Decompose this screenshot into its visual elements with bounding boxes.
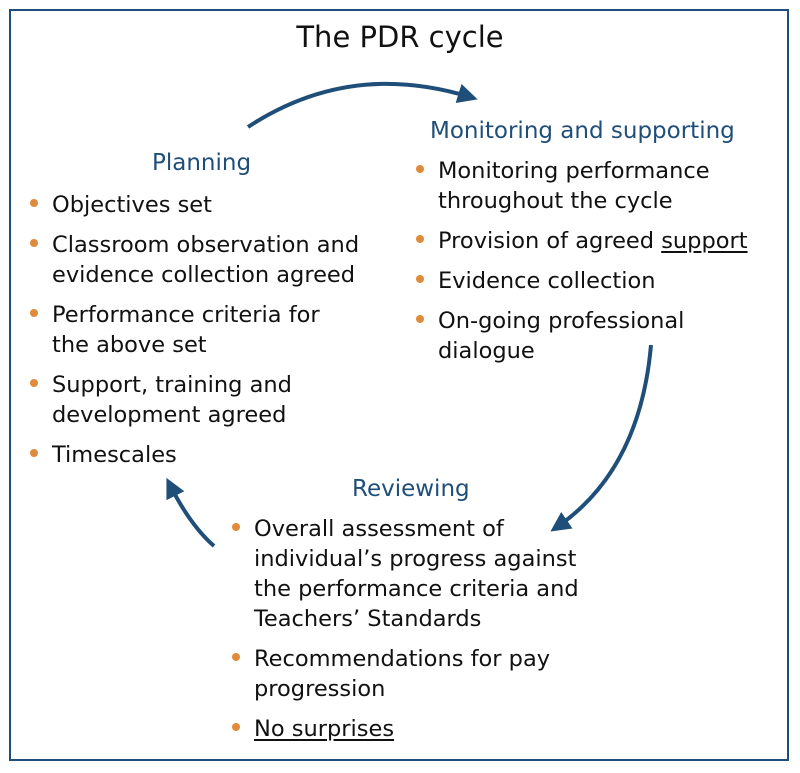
list-item: Recommendations for pay progression xyxy=(230,644,579,704)
item-line: Objectives set xyxy=(52,192,212,218)
list-item: Monitoring performance throughout the cy… xyxy=(414,156,748,216)
bullet-icon xyxy=(232,523,240,531)
item-line: dialogue xyxy=(438,338,535,364)
item-line: Performance criteria for xyxy=(52,302,320,328)
list-item: On-going professional dialogue xyxy=(414,306,748,366)
item-line: On-going professional xyxy=(438,308,685,334)
list-item: Objectives set xyxy=(28,190,359,220)
bullet-icon xyxy=(416,235,424,243)
item-line: the above set xyxy=(52,332,207,358)
bullet-icon xyxy=(30,379,38,387)
item-line: Monitoring performance xyxy=(438,158,710,184)
item-line: progression xyxy=(254,676,386,702)
bullet-icon xyxy=(30,199,38,207)
item-text: Provision of agreed xyxy=(438,228,662,254)
underlined-text: No surprises xyxy=(254,716,395,742)
bullet-icon xyxy=(30,309,38,317)
bullet-icon xyxy=(232,653,240,661)
item-line: individual’s progress against xyxy=(254,546,577,572)
bullet-icon xyxy=(416,315,424,323)
list-item: Classroom observation and evidence colle… xyxy=(28,230,359,290)
bullet-icon xyxy=(416,165,424,173)
item-line: Timescales xyxy=(52,442,177,468)
item-line: Evidence collection xyxy=(438,268,656,294)
underlined-text: support xyxy=(661,228,748,254)
item-line: Provision of agreed support xyxy=(438,226,748,256)
diagram-border xyxy=(9,9,789,761)
reviewing-heading: Reviewing xyxy=(352,476,470,502)
list-item: Evidence collection xyxy=(414,266,748,296)
item-line: development agreed xyxy=(52,402,287,428)
item-line: Teachers’ Standards xyxy=(254,606,482,632)
list-item: No surprises xyxy=(230,714,579,744)
list-item: Support, training and development agreed xyxy=(28,370,359,430)
bullet-icon xyxy=(232,723,240,731)
item-line: throughout the cycle xyxy=(438,188,673,214)
bullet-icon xyxy=(30,449,38,457)
item-line: the performance criteria and xyxy=(254,576,579,602)
list-item: Timescales xyxy=(28,440,359,470)
arrow-monitoring-to-reviewing xyxy=(550,344,653,532)
list-item: Performance criteria for the above set xyxy=(28,300,359,360)
arrow-planning-to-monitoring xyxy=(246,81,478,129)
planning-heading: Planning xyxy=(152,150,252,176)
item-line: Overall assessment of xyxy=(254,516,504,542)
planning-list: Objectives set Classroom observation and… xyxy=(28,190,359,480)
bullet-icon xyxy=(416,275,424,283)
list-item: Overall assessment of individual’s progr… xyxy=(230,514,579,634)
monitoring-heading: Monitoring and supporting xyxy=(430,118,735,144)
item-line: Support, training and xyxy=(52,372,292,398)
list-item: Provision of agreed support xyxy=(414,226,748,256)
reviewing-list: Overall assessment of individual’s progr… xyxy=(230,514,579,754)
monitoring-list: Monitoring performance throughout the cy… xyxy=(414,156,748,376)
diagram-title: The PDR cycle xyxy=(296,20,504,54)
item-line: evidence collection agreed xyxy=(52,262,356,288)
item-line: Recommendations for pay xyxy=(254,646,551,672)
arrow-reviewing-to-planning xyxy=(166,477,216,548)
item-line: Classroom observation and xyxy=(52,232,360,258)
bullet-icon xyxy=(30,239,38,247)
